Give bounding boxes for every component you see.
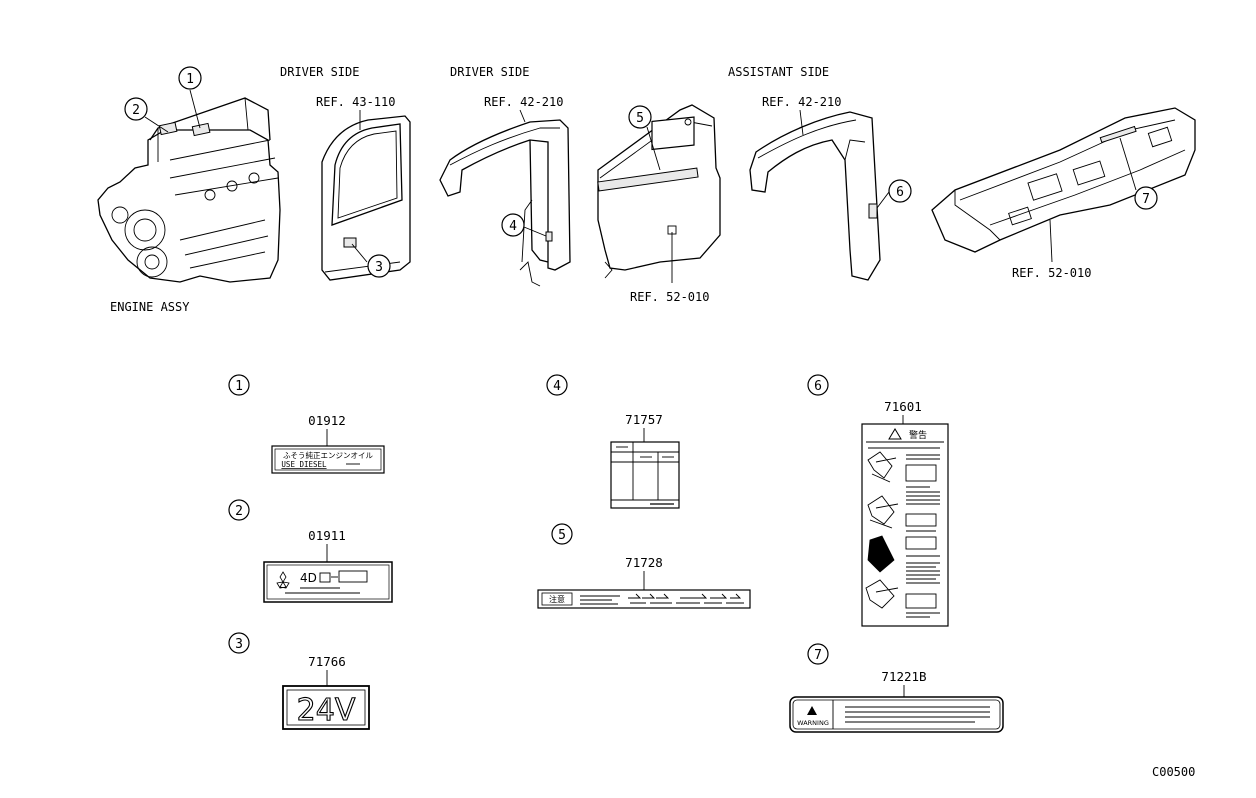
figure-code: C00500 — [1152, 765, 1195, 779]
svg-text:7: 7 — [814, 648, 822, 663]
decal-6: 6 71601 警告 — [807, 374, 949, 627]
svg-text:01912: 01912 — [308, 413, 346, 428]
instrument-panel-drawing — [931, 107, 1196, 253]
svg-text:4: 4 — [553, 379, 561, 394]
svg-text:3: 3 — [375, 260, 383, 275]
svg-text:USE DIESEL: USE DIESEL — [281, 460, 327, 469]
svg-text:71601: 71601 — [884, 399, 922, 414]
label-driver-side-1: DRIVER SIDE — [280, 65, 359, 79]
mitsubishi-logo-icon — [276, 571, 290, 589]
label-driver-side-2: DRIVER SIDE — [450, 65, 529, 79]
svg-text:2: 2 — [235, 504, 243, 519]
door-drawing — [321, 115, 411, 281]
svg-text:1: 1 — [186, 72, 194, 87]
label-ref-52-010-a: REF. 52-010 — [630, 290, 709, 304]
assistant-pillar-drawing — [749, 111, 881, 281]
svg-text:警告: 警告 — [909, 429, 927, 441]
label-engine-assy: ENGINE ASSY — [110, 300, 190, 314]
callout-1-top: 1 — [178, 66, 202, 90]
cowl-panel-drawing — [597, 104, 721, 279]
svg-text:WARNING: WARNING — [797, 719, 829, 727]
svg-text:01911: 01911 — [308, 528, 346, 543]
driver-pillar-drawing — [439, 119, 571, 287]
svg-text:71728: 71728 — [625, 555, 663, 570]
svg-text:1: 1 — [235, 379, 243, 394]
svg-text:24V: 24V — [297, 693, 356, 728]
warning-triangle-icon — [888, 428, 902, 440]
svg-text:7: 7 — [1142, 192, 1150, 207]
label-ref-43-110: REF. 43-110 — [316, 95, 395, 109]
svg-text:5: 5 — [636, 111, 644, 126]
label-ref-42-210-b: REF. 42-210 — [762, 95, 841, 109]
svg-text:71221B: 71221B — [881, 669, 926, 684]
engine-assembly-drawing — [97, 97, 281, 283]
decal-1: 1 01912 ふそう純正エンジンオイル USE DIESEL — [228, 374, 385, 474]
decal-3: 3 71766 24V — [228, 632, 370, 730]
svg-text:71766: 71766 — [308, 654, 346, 669]
hazard-pictograms — [865, 451, 899, 609]
svg-text:2: 2 — [132, 103, 140, 118]
svg-text:6: 6 — [896, 185, 904, 200]
callout-5-top: 5 — [628, 105, 652, 129]
callout-6-top: 6 — [888, 179, 912, 203]
callout-3-top: 3 — [367, 254, 391, 278]
label-assistant-side: ASSISTANT SIDE — [728, 65, 829, 79]
warning-icon — [807, 706, 817, 715]
svg-text:4D: 4D — [300, 571, 317, 585]
decal-4: 4 71757 — [546, 374, 680, 509]
svg-text:ふそう純正エンジンオイル: ふそう純正エンジンオイル — [283, 450, 373, 460]
decal-2: 2 01911 4D — [228, 499, 393, 603]
label-ref-52-010-b: REF. 52-010 — [1012, 266, 1091, 280]
decal-7: 7 71221B WARNING — [789, 643, 1004, 733]
leader-lines — [144, 89, 1137, 283]
svg-text:3: 3 — [235, 637, 243, 652]
label-ref-42-210-a: REF. 42-210 — [484, 95, 563, 109]
svg-text:5: 5 — [558, 528, 566, 543]
callout-7-top: 7 — [1134, 186, 1158, 210]
svg-text:4: 4 — [509, 219, 517, 234]
svg-text:注意: 注意 — [549, 594, 565, 604]
decal-5: 5 71728 注意 — [537, 523, 751, 609]
callout-4-top: 4 — [501, 213, 525, 237]
svg-text:71757: 71757 — [625, 412, 663, 427]
callout-2-top: 2 — [124, 97, 148, 121]
svg-text:6: 6 — [814, 379, 822, 394]
